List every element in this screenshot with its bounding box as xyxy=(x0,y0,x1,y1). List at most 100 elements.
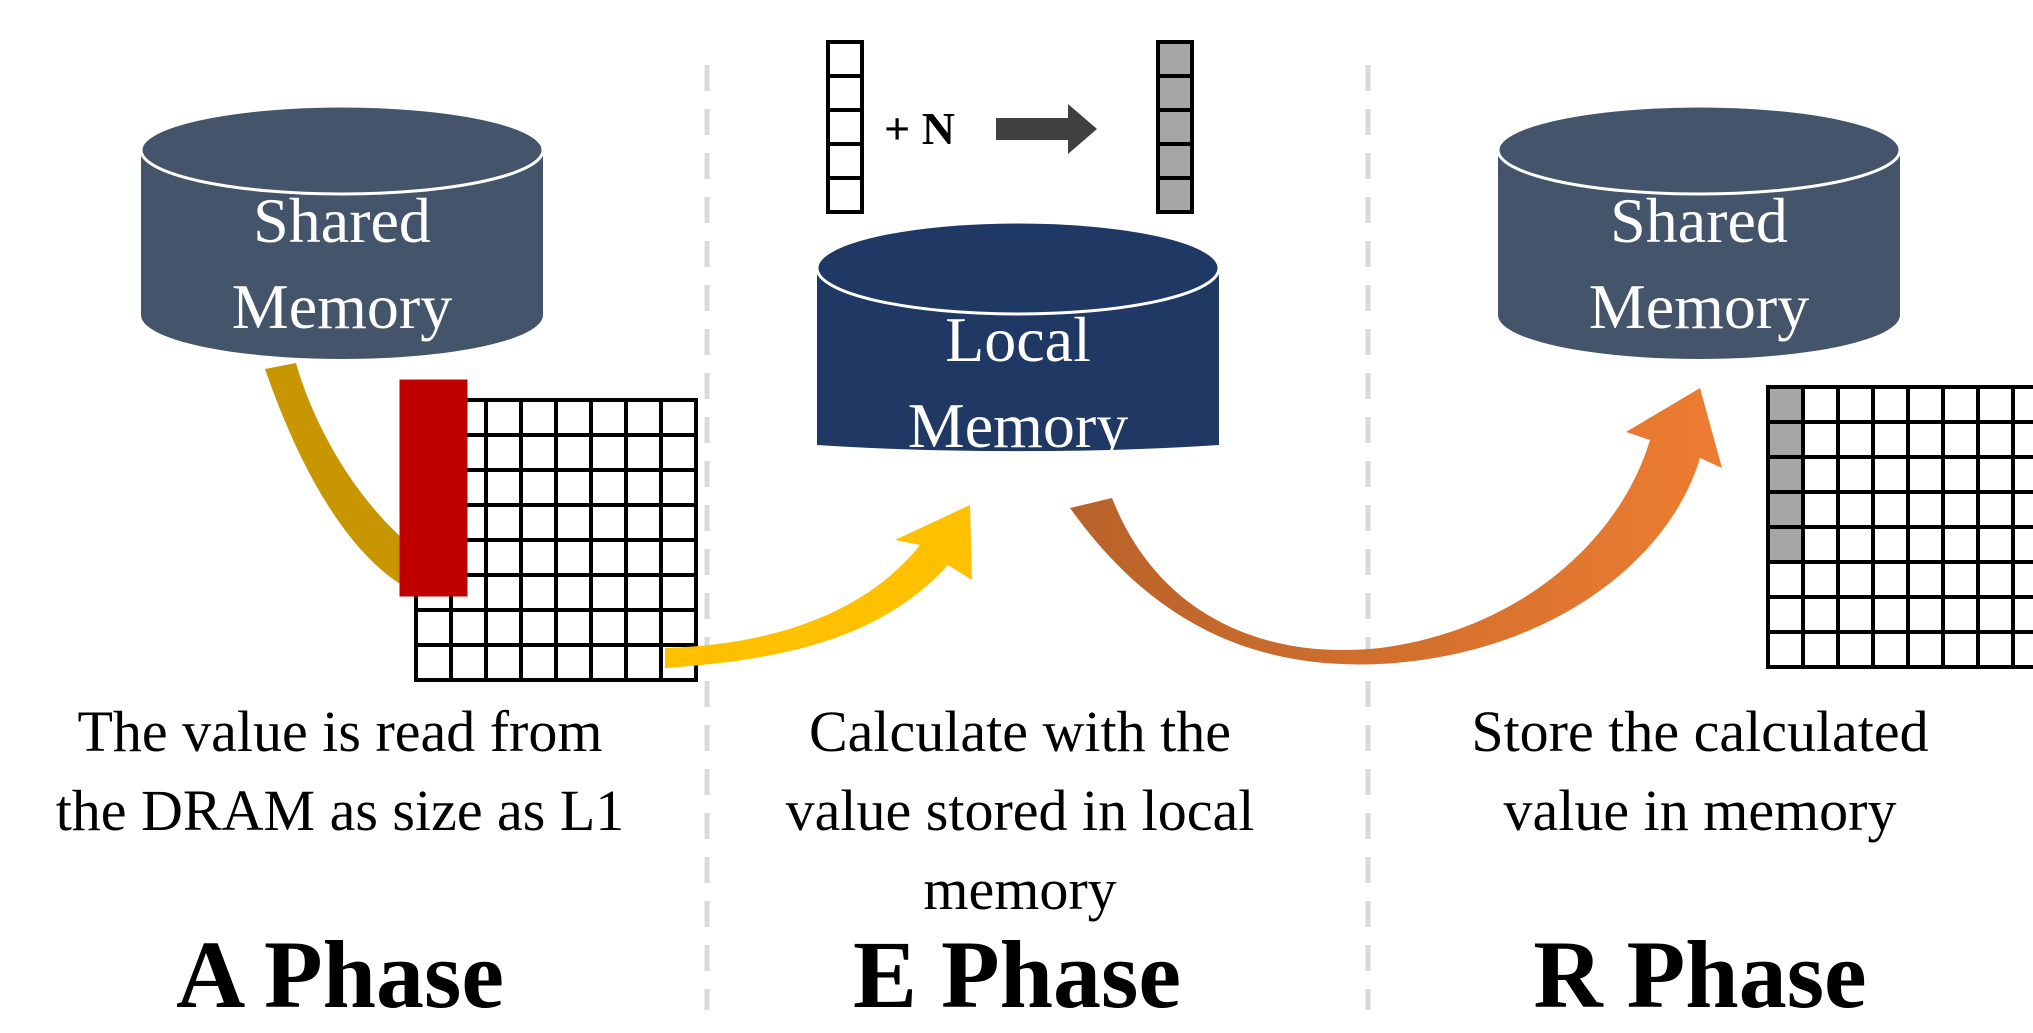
matrix-cell xyxy=(1801,630,1840,669)
matrix-cell xyxy=(589,503,628,542)
matrix-cell xyxy=(1941,455,1980,494)
phase-title-e: E Phase xyxy=(852,921,1182,1028)
matrix-cell xyxy=(1906,385,1945,424)
matrix-cell xyxy=(624,608,663,647)
vector-cell xyxy=(826,40,864,78)
read-highlight-box xyxy=(399,379,468,597)
matrix-cell xyxy=(1941,595,1980,634)
matrix-cell xyxy=(1836,420,1875,459)
matrix-cell xyxy=(1976,595,2015,634)
vector-cell xyxy=(826,108,864,146)
matrix-cell xyxy=(484,573,523,612)
matrix-cell xyxy=(1836,595,1875,634)
matrix-cell xyxy=(1801,455,1840,494)
matrix-cell-filled xyxy=(1766,490,1805,529)
matrix-cell xyxy=(554,573,593,612)
matrix-cell xyxy=(1906,455,1945,494)
matrix-cell xyxy=(554,643,593,682)
matrix-cell xyxy=(519,538,558,577)
memory-label-r: Shared Memory xyxy=(1588,185,1810,342)
matrix-cell xyxy=(449,608,488,647)
matrix-r xyxy=(1766,385,2033,669)
matrix-cell xyxy=(1976,385,2015,424)
matrix-cell xyxy=(1941,560,1980,599)
matrix-cell xyxy=(414,643,453,682)
read-arrow xyxy=(265,363,430,592)
matrix-cell xyxy=(2011,490,2033,529)
matrix-cell xyxy=(484,608,523,647)
input-vector xyxy=(826,40,864,214)
matrix-cell xyxy=(659,398,698,437)
matrix-cell-filled xyxy=(1766,385,1805,424)
matrix-cell xyxy=(1976,525,2015,564)
matrix-cell xyxy=(1941,420,1980,459)
matrix-cell xyxy=(1941,630,1980,669)
matrix-cell xyxy=(1906,560,1945,599)
matrix-cell xyxy=(484,538,523,577)
matrix-cell xyxy=(519,608,558,647)
matrix-cell xyxy=(1906,420,1945,459)
matrix-cell xyxy=(1836,455,1875,494)
matrix-cell xyxy=(519,398,558,437)
matrix-cell xyxy=(659,503,698,542)
shared-memory-cylinder-a xyxy=(139,104,545,359)
store-arrow xyxy=(1070,388,1722,665)
caption-e: Calculate with the value stored in local… xyxy=(785,699,1255,922)
shared-memory-cylinder-r xyxy=(1496,104,1902,359)
matrix-cell xyxy=(589,608,628,647)
matrix-cell xyxy=(624,468,663,507)
vector-cell xyxy=(826,176,864,214)
matrix-cell xyxy=(1766,630,1805,669)
matrix-cell xyxy=(1976,560,2015,599)
matrix-cell xyxy=(1976,420,2015,459)
vector-cell-filled xyxy=(1156,40,1194,78)
matrix-cell xyxy=(2011,525,2033,564)
matrix-cell xyxy=(1906,595,1945,634)
matrix-cell xyxy=(1976,630,2015,669)
matrix-cell xyxy=(484,503,523,542)
caption-a: The value is read from the DRAM as size … xyxy=(55,699,625,843)
matrix-cell xyxy=(1871,385,1910,424)
matrix-cell-filled xyxy=(1766,525,1805,564)
vector-cell-filled xyxy=(1156,108,1194,146)
matrix-cell-filled xyxy=(1766,455,1805,494)
matrix-cell xyxy=(519,468,558,507)
matrix-cell xyxy=(484,398,523,437)
matrix-cell xyxy=(519,433,558,472)
matrix-cell xyxy=(659,538,698,577)
matrix-cell xyxy=(1871,630,1910,669)
local-memory-cylinder xyxy=(815,220,1221,452)
vector-cell xyxy=(826,74,864,112)
matrix-cell xyxy=(1801,385,1840,424)
matrix-cell xyxy=(519,503,558,542)
matrix-cell xyxy=(1801,560,1840,599)
matrix-cell xyxy=(1871,560,1910,599)
matrix-cell xyxy=(1836,490,1875,529)
matrix-cell xyxy=(1801,420,1840,459)
matrix-cell xyxy=(624,538,663,577)
matrix-cell xyxy=(1976,490,2015,529)
matrix-cell xyxy=(589,643,628,682)
phase-title-a: A Phase xyxy=(175,921,505,1028)
matrix-cell xyxy=(1801,595,1840,634)
matrix-cell xyxy=(1836,385,1875,424)
matrix-cell xyxy=(1801,490,1840,529)
matrix-cell xyxy=(414,608,453,647)
matrix-cell xyxy=(554,398,593,437)
matrix-cell xyxy=(1906,525,1945,564)
vector-cell xyxy=(826,142,864,180)
matrix-cell xyxy=(554,468,593,507)
output-vector xyxy=(1156,40,1194,214)
matrix-cell xyxy=(519,643,558,682)
matrix-cell xyxy=(1976,455,2015,494)
matrix-cell xyxy=(1766,560,1805,599)
matrix-cell xyxy=(2011,455,2033,494)
memory-label-e: Local Memory xyxy=(907,304,1129,461)
compute-arrow xyxy=(665,505,972,668)
matrix-cell xyxy=(1836,630,1875,669)
matrix-cell-filled xyxy=(1766,420,1805,459)
matrix-cell xyxy=(1766,595,1805,634)
matrix-cell xyxy=(484,433,523,472)
operation-arrow xyxy=(996,104,1097,154)
